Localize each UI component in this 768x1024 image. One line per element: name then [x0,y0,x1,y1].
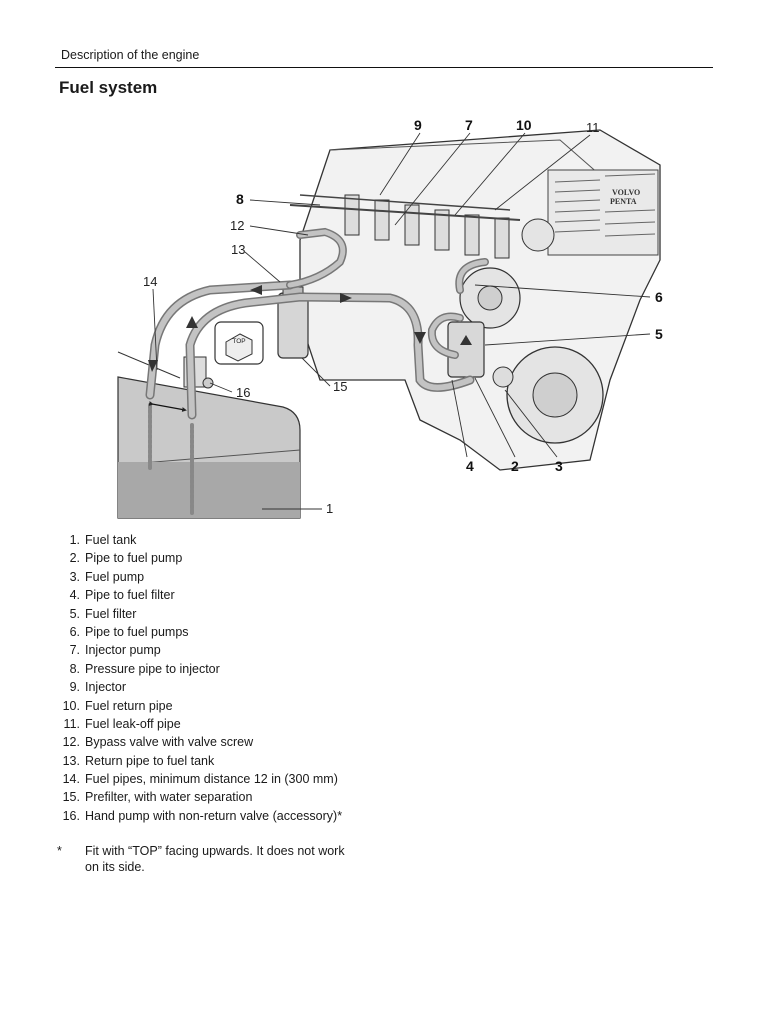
legend-item: 8.Pressure pipe to injector [69,661,220,676]
callout-5: 5 [655,326,663,342]
distance-marker [148,401,187,412]
callout-13: 13 [231,242,245,257]
callout-12: 12 [230,218,244,233]
legend-item: 6.Pipe to fuel pumps [69,624,189,639]
legend-item: 9.Injector [69,680,126,695]
section-header: Description of the engine [61,48,200,62]
prefilter [277,286,309,359]
hand-pump: TOP [183,321,264,389]
callout-14: 14 [143,274,157,289]
callout-16: 16 [236,385,250,400]
legend-list: 1.Fuel tank 2.Pipe to fuel pump 3.Fuel p… [57,531,342,825]
page-title: Fuel system [59,78,158,97]
leader-lines [152,132,651,510]
callout-6: 6 [655,289,663,305]
legend-item: 4.Pipe to fuel filter [69,588,175,603]
footnote-marker: * [57,844,62,858]
footnote-text: Fit with “TOP” facing upwards. It does n… [85,844,345,874]
fuel-tank [117,351,301,519]
legend-item: 14.Fuel pipes, minimum distance 12 in (3… [62,772,338,787]
legend-item: 13.Return pipe to fuel tank [62,753,215,768]
callout-8: 8 [236,191,244,207]
legend-item: 15.Prefilter, with water separation [62,790,253,805]
callout-7: 7 [465,117,473,133]
legend-item: 2.Pipe to fuel pump [69,551,183,566]
engine-block: VOLVO PENTA [289,129,661,471]
legend-item: 11.Fuel leak-off pipe [63,716,181,731]
brand-badge-line-1: VOLVO [612,188,640,197]
legend-item: 7.Injector pump [69,643,161,658]
callout-4: 4 [466,458,474,474]
callout-3: 3 [555,458,563,474]
legend-item: 12.Bypass valve with valve screw [62,735,254,750]
brand-badge-line-2: PENTA [610,197,637,206]
header-rule [55,67,713,68]
legend-item: 3.Fuel pump [69,569,145,584]
callout-11: 11 [586,120,600,135]
legend-item: 5.Fuel filter [69,606,137,621]
callout-15: 15 [333,379,347,394]
callout-numbers: 9 7 10 11 8 12 13 14 6 5 16 15 4 2 3 1 [143,117,663,516]
callout-1: 1 [326,501,333,516]
callout-2: 2 [511,458,519,474]
legend-item: 10.Fuel return pipe [62,698,173,713]
legend-item: 1.Fuel tank [69,533,137,547]
flow-arrows [148,285,472,372]
top-label: TOP [232,338,245,345]
legend-item: 16.Hand pump with non-return valve (acce… [62,808,343,823]
callout-9: 9 [414,117,422,133]
footnote: * Fit with “TOP” facing upwards. It does… [57,843,345,874]
callout-10: 10 [516,117,532,133]
